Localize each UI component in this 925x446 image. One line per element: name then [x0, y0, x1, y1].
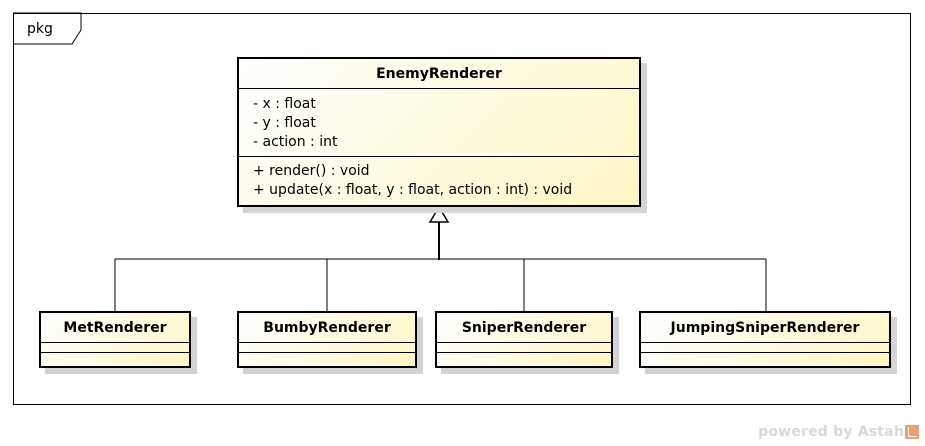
attribute-x: - x : float: [253, 96, 316, 112]
class-bumby-renderer[interactable]: BumbyRenderer: [237, 311, 417, 368]
class-jumping-sniper-renderer[interactable]: JumpingSniperRenderer: [639, 311, 891, 368]
attributes-compartment: [437, 342, 611, 352]
class-name: EnemyRenderer: [376, 66, 502, 82]
attribute-y: - y : float: [253, 115, 316, 131]
operations-compartment: + render() : void + update(x : float, y …: [239, 156, 639, 200]
operations-compartment: [437, 352, 611, 353]
class-met-renderer[interactable]: MetRenderer: [39, 311, 191, 368]
package-label: pkg: [27, 21, 53, 37]
package-frame-tab: [13, 12, 82, 45]
class-name: JumpingSniperRenderer: [670, 320, 860, 336]
operation-update: + update(x : float, y : float, action : …: [253, 182, 573, 198]
class-name: SniperRenderer: [461, 320, 587, 336]
operations-compartment: [641, 352, 889, 353]
class-name: MetRenderer: [63, 320, 167, 336]
operations-compartment: [239, 352, 415, 353]
class-enemy-renderer[interactable]: EnemyRenderer - x : float - y : float - …: [237, 57, 641, 207]
attributes-compartment: [641, 342, 889, 352]
operations-compartment: [41, 352, 189, 353]
attributes-compartment: [41, 342, 189, 352]
attributes-compartment: - x : float - y : float - action : int: [239, 88, 639, 156]
astah-logo-icon: [905, 425, 919, 439]
attributes-compartment: [239, 342, 415, 352]
generalization-arrowhead: [428, 205, 450, 223]
operation-render: + render() : void: [253, 163, 370, 179]
package-frame: [13, 13, 911, 405]
class-name: BumbyRenderer: [263, 320, 391, 336]
attribute-action: - action : int: [253, 134, 338, 150]
astah-watermark: powered by Astah: [758, 424, 904, 440]
class-sniper-renderer[interactable]: SniperRenderer: [435, 311, 613, 368]
